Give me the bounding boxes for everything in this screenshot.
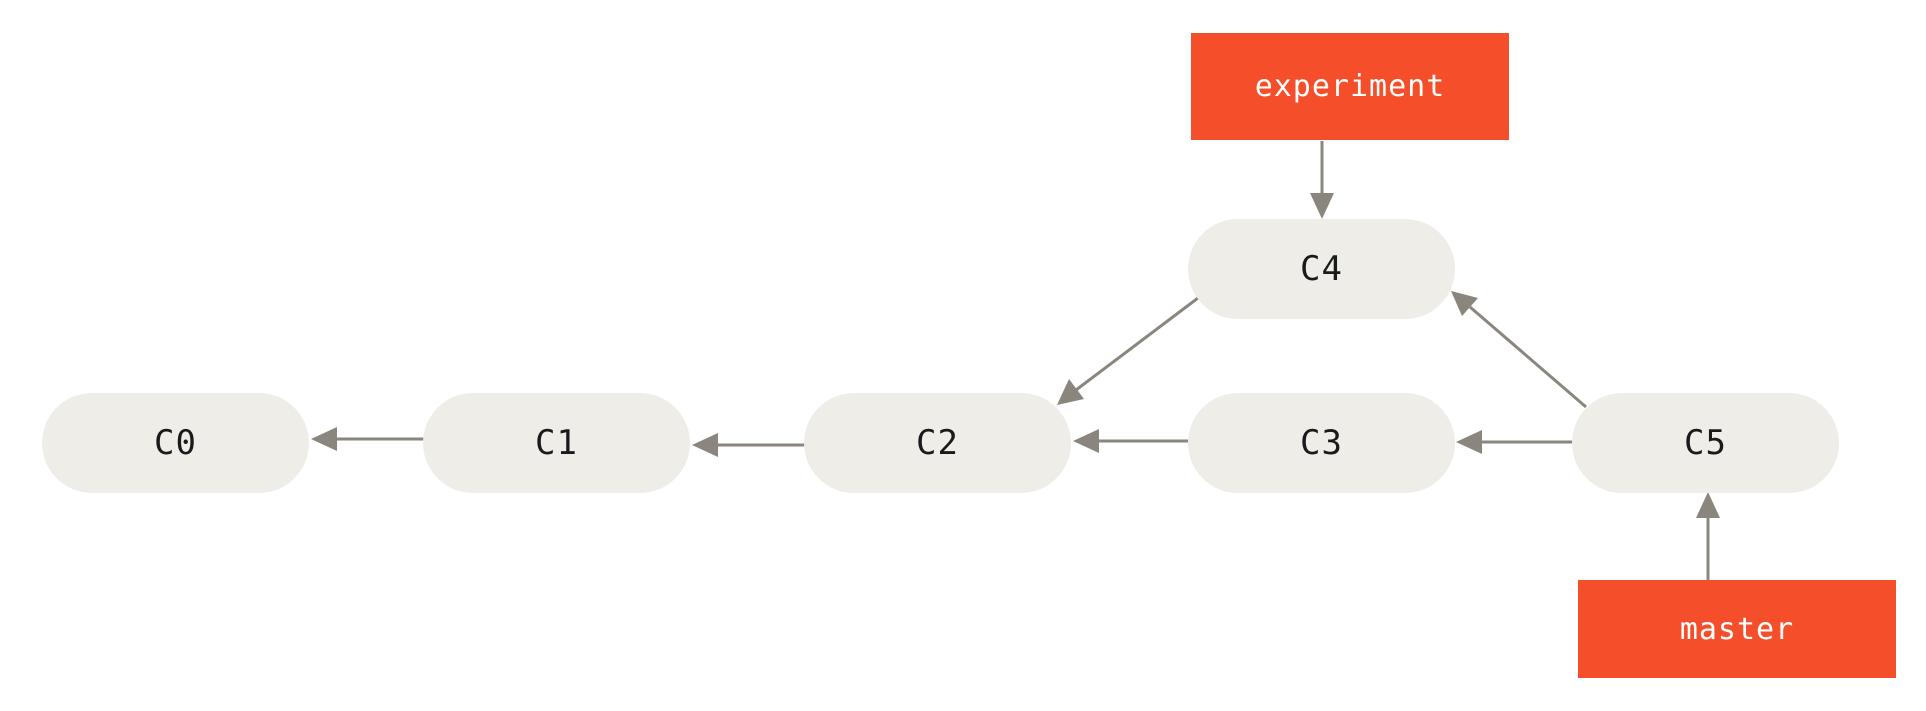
commit-node-c1: C1: [423, 393, 690, 493]
branch-label-experiment: experiment: [1254, 69, 1446, 104]
branch-master: master: [1578, 580, 1896, 678]
commit-node-c4: C4: [1188, 219, 1455, 319]
edge-c4-to-c2: [1057, 296, 1199, 405]
commit-node-c5: C5: [1572, 393, 1839, 493]
branch-experiment: experiment: [1191, 33, 1509, 140]
commit-node-c3: C3: [1188, 393, 1455, 493]
commit-label-c0: C0: [154, 423, 197, 463]
edge-c2-to-c1: [692, 433, 805, 457]
edge-experiment-to-c4: [1310, 141, 1334, 219]
commit-label-c2: C2: [916, 423, 959, 463]
commit-label-c1: C1: [535, 423, 578, 463]
commit-label-c3: C3: [1300, 423, 1343, 463]
edge-c3-to-c2: [1073, 429, 1188, 453]
commit-node-c2: C2: [804, 393, 1071, 493]
commit-label-c4: C4: [1300, 249, 1343, 289]
branch-label-master: master: [1679, 611, 1795, 647]
edge-c1-to-c0: [311, 427, 424, 451]
commit-label-c5: C5: [1684, 423, 1727, 463]
edge-master-to-c5: [1696, 492, 1720, 580]
commit-node-c0: C0: [42, 393, 309, 493]
edge-c5-to-c3: [1456, 430, 1572, 454]
edge-c5-to-c4: [1451, 291, 1587, 409]
